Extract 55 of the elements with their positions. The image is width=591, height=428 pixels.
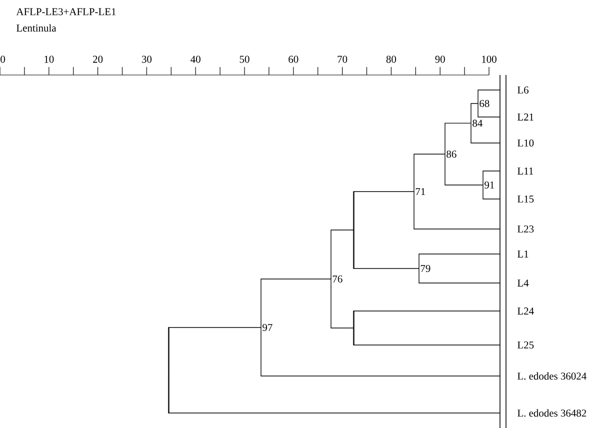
tree-branch [353,328,500,346]
tree-branch [330,278,354,328]
leaf-label: L25 [518,342,534,349]
tree-branch [444,122,472,154]
tree-branch [168,327,262,371]
title: AFLP-LE3+AFLP-LE1 [16,8,116,16]
tree-branch [478,103,500,118]
leaf-label: L4 [518,280,529,286]
tree-branch [478,90,500,104]
bootstrap-value: 71 [416,188,426,196]
leaf-label: L1 [518,250,528,258]
axis-tick-label: 100 [482,56,496,63]
leaf-label: L6 [518,86,529,94]
bootstrap-value: 97 [262,324,272,332]
tree-branch [414,154,446,192]
bootstrap-value: 79 [420,265,430,272]
axis-tick-label: 30 [142,56,152,63]
tree-branch [353,310,500,328]
leaf-label: L. edodes 36024 [518,372,586,380]
leaf-label: L21 [518,114,534,120]
tree-branch [482,184,500,200]
tree-branch [470,103,478,124]
axis-tick-label: 60 [288,56,298,63]
leaf-label: L. edodes 36482 [518,409,586,417]
tree-branch [353,191,414,230]
tree-branch [418,268,500,284]
bootstrap-value: 86 [446,150,456,158]
tree-branch [418,254,500,269]
bootstrap-value: 68 [480,100,490,108]
bootstrap-value: 91 [484,182,494,189]
axis-tick-label: 0 [0,56,6,63]
leaf-label: L15 [518,196,534,203]
axis-tick-label: 50 [240,56,250,63]
axis-tick-label: 40 [190,56,200,63]
leaf-label: L10 [518,139,534,147]
tree-branch [330,230,354,280]
tree-branch [414,191,500,230]
axis-tick-label: 80 [386,56,396,63]
tree-branch [482,170,500,186]
leaf-label: L24 [518,308,534,314]
leaf-label: L11 [518,168,534,174]
tree-branch [353,230,420,269]
bootstrap-value: 84 [472,120,482,127]
axis-tick-label: 20 [93,56,103,63]
axis-tick-label: 90 [435,56,445,63]
subtitle: Lentinula [16,24,56,32]
tree-branch [260,278,332,328]
tree-branch [168,370,500,414]
tree-branch [260,327,500,376]
axis-tick-label: 70 [338,56,348,63]
tree-branch [470,122,500,144]
leaf-label: L23 [518,226,534,233]
axis-tick-label: 10 [44,56,54,63]
tree-branch [444,154,484,186]
bootstrap-value: 76 [332,276,342,283]
